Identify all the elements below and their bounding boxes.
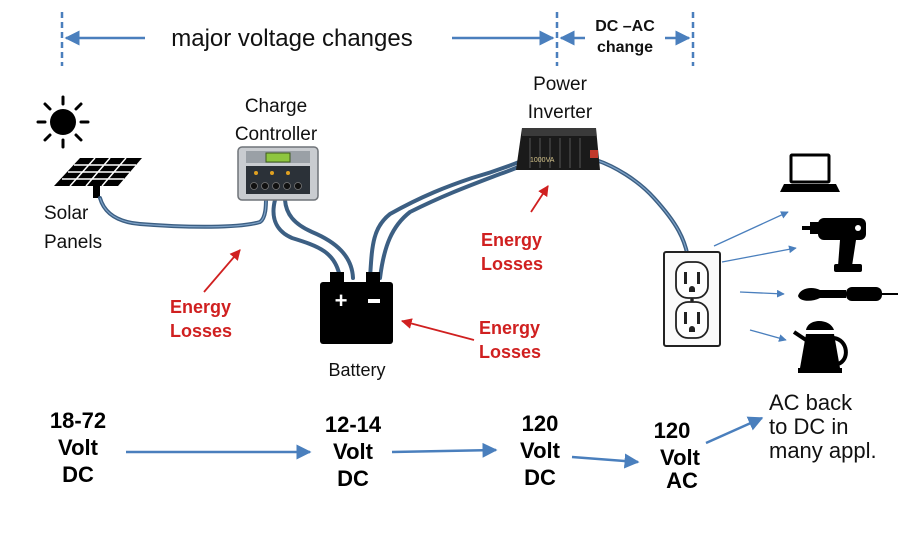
ac-back-label-line3: many appl. — [769, 438, 877, 463]
power-inverter-label-line1: Power — [533, 74, 588, 95]
stage-4-type: AC — [666, 468, 698, 493]
energy-losses-label-3-line2: Losses — [479, 342, 541, 362]
loss-arrow-battery — [400, 318, 475, 341]
stage-4-value: 120 — [654, 418, 691, 443]
charge-controller-icon — [237, 146, 319, 201]
dcac-change-label-line2: change — [597, 39, 653, 56]
stage-4-unit: Volt — [660, 445, 701, 470]
wall-outlet-icon — [663, 251, 721, 347]
energy-losses-label-1-line1: Energy — [170, 297, 231, 317]
stage-arrows — [126, 416, 764, 469]
stage-2-unit: Volt — [333, 439, 374, 464]
stage-2: 12-14 Volt DC — [325, 412, 382, 491]
svg-text:+: + — [335, 288, 348, 313]
drill-icon — [802, 218, 866, 272]
loss-arrow-inverter — [530, 185, 549, 213]
stage-3-value: 120 — [522, 411, 559, 436]
laptop-icon — [780, 153, 840, 192]
stage-1: 18-72 Volt DC — [50, 408, 106, 487]
stage-3: 120 Volt DC — [520, 411, 561, 490]
major-voltage-changes-label: major voltage changes — [171, 25, 412, 52]
battery-label: Battery — [328, 360, 385, 380]
stage-3-unit: Volt — [520, 438, 561, 463]
stage-2-type: DC — [337, 466, 369, 491]
cables — [98, 158, 691, 280]
loss-arrow-controller — [203, 249, 241, 293]
inverter-badge: 1000VA — [530, 157, 555, 164]
energy-losses-label-2-line2: Losses — [481, 254, 543, 274]
appliance-arrows — [713, 211, 797, 342]
ac-back-label-line1: AC back — [769, 390, 853, 415]
charge-controller-label-line2: Controller — [235, 124, 318, 145]
energy-losses-label-3-line1: Energy — [479, 318, 540, 338]
kettle-icon — [792, 321, 848, 373]
stage-4: 120 Volt AC — [654, 418, 701, 493]
ac-back-label-line2: to DC in — [769, 414, 848, 439]
stage-1-unit: Volt — [58, 435, 99, 460]
stage-3-type: DC — [524, 465, 556, 490]
battery-icon: + — [320, 272, 393, 344]
solar-panel-icon — [54, 157, 142, 198]
sun-icon — [36, 95, 90, 149]
curling-iron-icon — [798, 287, 898, 301]
charge-controller-label-line1: Charge — [245, 96, 307, 117]
stage-1-type: DC — [62, 462, 94, 487]
stage-2-value: 12-14 — [325, 412, 382, 437]
energy-losses-label-2-line1: Energy — [481, 230, 542, 250]
power-inverter-icon: 1000VA — [516, 128, 600, 170]
energy-losses-label-1-line2: Losses — [170, 321, 232, 341]
dcac-change-label-line1: DC –AC — [595, 18, 655, 35]
stage-1-value: 18-72 — [50, 408, 106, 433]
header-dividers — [60, 12, 695, 66]
solar-panels-label-line1: Solar — [44, 203, 89, 224]
power-inverter-label-line2: Inverter — [528, 102, 593, 123]
solar-panels-label-line2: Panels — [44, 232, 102, 253]
